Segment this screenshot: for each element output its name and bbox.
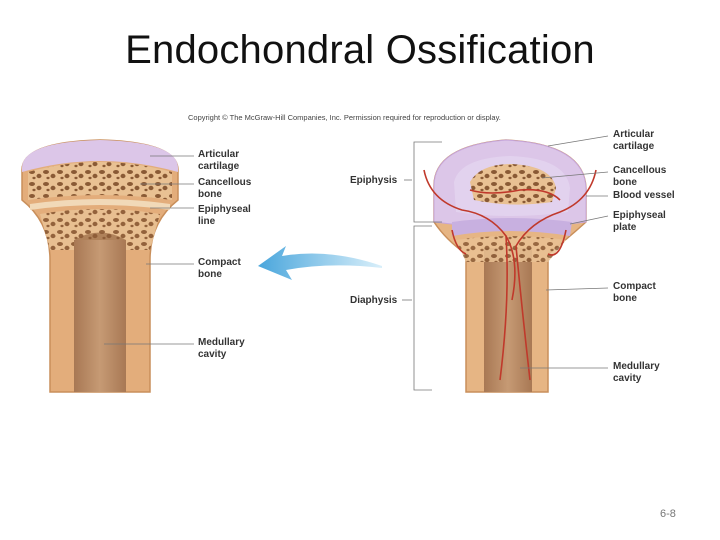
copyright-notice: Copyright © The McGraw-Hill Companies, I… [188,113,501,122]
slide-title: Endochondral Ossification [125,28,595,72]
middle-labels: Epiphysis Diaphysis [350,141,442,391]
growing-bone-illustration [423,139,597,393]
label-epiphysis: Epiphysis [350,175,398,186]
page-number: 6-8 [660,508,676,520]
mature-bone-illustration [21,139,179,393]
blood-vessels [423,169,597,381]
label-diaphysis: Diaphysis [350,295,398,306]
transition-arrow [258,246,382,280]
label-right-blood-vessel: Blood vessel [613,190,675,201]
